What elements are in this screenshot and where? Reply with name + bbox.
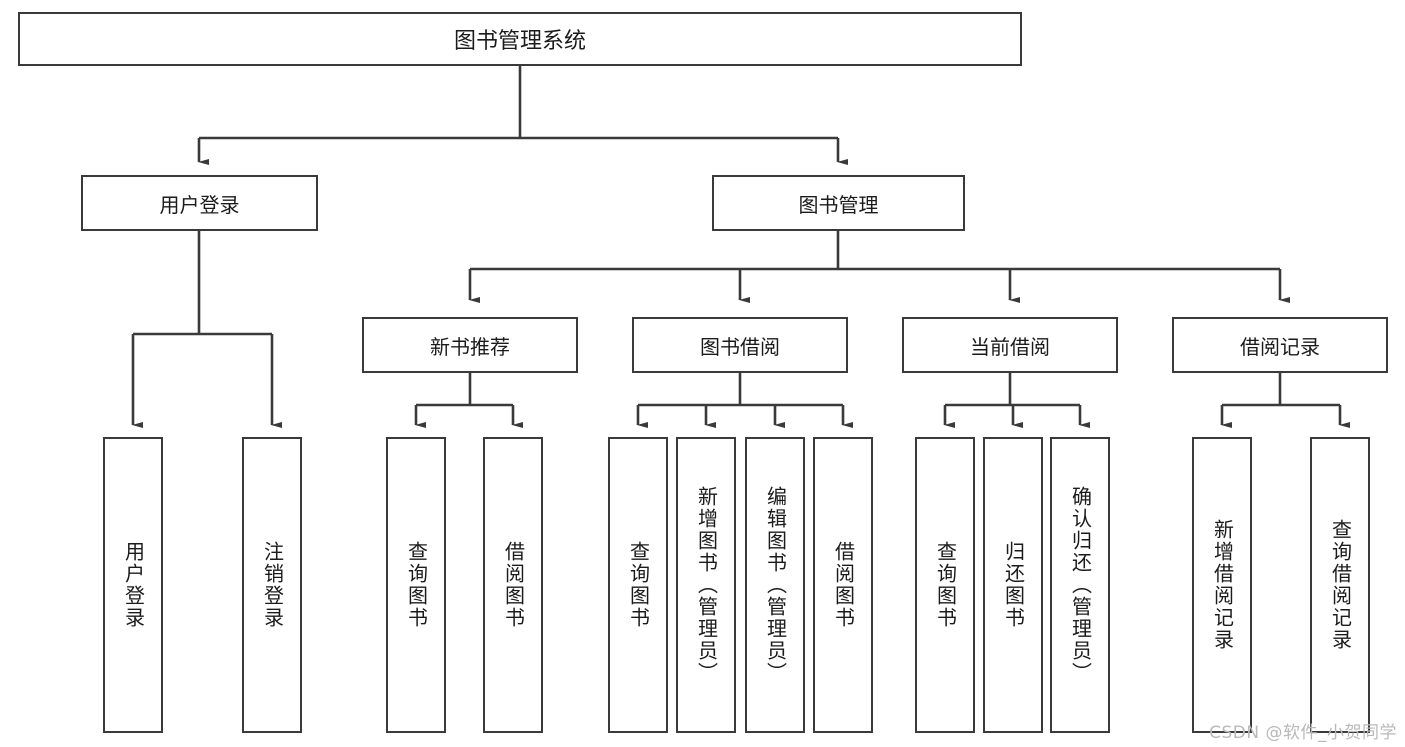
- node-book-management[interactable]: 图书管理: [712, 175, 965, 231]
- leaf-recommend-query-book[interactable]: 查询图书: [386, 437, 446, 733]
- node-label: 归还图书: [1001, 541, 1026, 629]
- node-label: 图书管理系统: [453, 29, 586, 54]
- node-label: 新书推荐: [430, 334, 510, 359]
- node-label: 用户登录: [121, 541, 146, 629]
- node-label: 确认归还（管理员）: [1068, 486, 1093, 684]
- node-label: 查询借阅记录: [1328, 519, 1353, 651]
- csdn-watermark: CSDN @软件_小贺同学: [1209, 723, 1397, 743]
- node-borrow-record[interactable]: 借阅记录: [1172, 317, 1388, 373]
- leaf-borrow-edit-book[interactable]: 编辑图书（管理员）: [745, 437, 805, 733]
- node-label: 借阅记录: [1240, 334, 1320, 359]
- leaf-recommend-borrow-book[interactable]: 借阅图书: [483, 437, 543, 733]
- leaf-borrow-query-book[interactable]: 查询图书: [608, 437, 668, 733]
- leaf-current-query-book[interactable]: 查询图书: [915, 437, 975, 733]
- leaf-user-login-signin[interactable]: 用户登录: [103, 437, 163, 733]
- node-new-book-recommend[interactable]: 新书推荐: [362, 317, 578, 373]
- node-current-borrow[interactable]: 当前借阅: [902, 317, 1118, 373]
- node-label: 当前借阅: [970, 334, 1050, 359]
- node-label: 新增图书（管理员）: [694, 486, 719, 684]
- node-label: 新增借阅记录: [1210, 519, 1235, 651]
- node-label: 注销登录: [260, 541, 285, 629]
- leaf-borrow-add-book[interactable]: 新增图书（管理员）: [676, 437, 736, 733]
- node-label: 图书借阅: [700, 334, 780, 359]
- leaf-user-login-signout[interactable]: 注销登录: [242, 437, 302, 733]
- node-label: 用户登录: [159, 192, 240, 217]
- node-label: 借阅图书: [501, 541, 526, 629]
- node-label: 借阅图书: [831, 541, 856, 629]
- leaf-current-return-book[interactable]: 归还图书: [983, 437, 1043, 733]
- node-label: 查询图书: [404, 541, 429, 629]
- node-book-borrow[interactable]: 图书借阅: [632, 317, 848, 373]
- node-label: 查询图书: [933, 541, 958, 629]
- leaf-borrow-borrow-book[interactable]: 借阅图书: [813, 437, 873, 733]
- leaf-record-query-record[interactable]: 查询借阅记录: [1310, 437, 1370, 733]
- node-label: 编辑图书（管理员）: [763, 486, 788, 684]
- node-user-login[interactable]: 用户登录: [81, 175, 318, 231]
- node-root-system[interactable]: 图书管理系统: [18, 12, 1022, 66]
- node-label: 图书管理: [798, 192, 879, 217]
- leaf-record-add-record[interactable]: 新增借阅记录: [1192, 437, 1252, 733]
- leaf-current-confirm-return[interactable]: 确认归还（管理员）: [1050, 437, 1110, 733]
- node-label: 查询图书: [626, 541, 651, 629]
